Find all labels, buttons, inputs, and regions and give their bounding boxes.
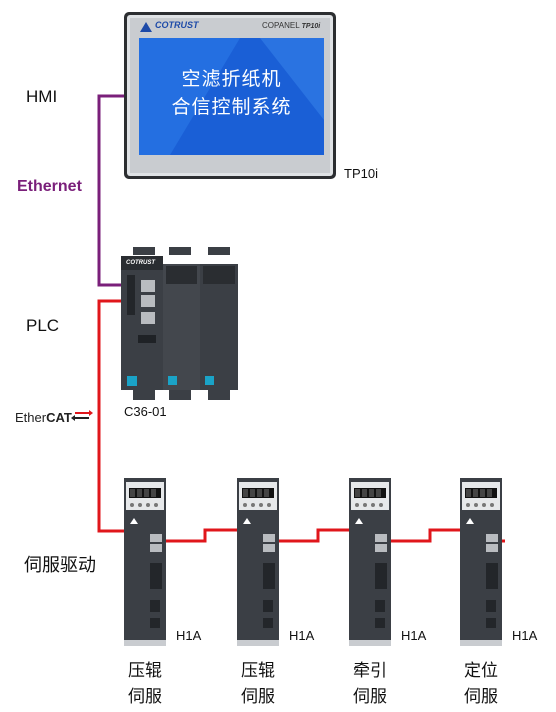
servo-role-line2: 伺服 (241, 687, 275, 706)
plc-label: PLC (26, 316, 60, 335)
hmi-brand: COTRUST (155, 20, 199, 30)
servo-role-line1: 牵引 (353, 661, 387, 680)
servo-role-label: 压辊伺服 (223, 658, 293, 710)
hmi-screen-line1: 空滤折纸机 (181, 68, 282, 90)
servo-model-caption: H1A (289, 628, 315, 643)
servo-drive (347, 478, 437, 648)
ethercat-logo-prefix: Ether (15, 410, 47, 425)
plc-brand: COTRUST (126, 260, 155, 266)
hmi-panel-model: TP10i (301, 23, 321, 30)
ethercat-logo: EtherCAT (15, 410, 72, 425)
servo-role-line2: 伺服 (128, 687, 162, 706)
ethernet-label: Ethernet (17, 178, 82, 195)
servo-role-line1: 压辊 (241, 661, 275, 680)
hmi-panel (124, 12, 336, 179)
ethernet-cable (97, 94, 141, 287)
servo-role-line1: 压辊 (128, 661, 162, 680)
servo-model-caption: H1A (512, 628, 538, 643)
ethercat-logo-bold: CAT (46, 410, 72, 425)
hmi-label: HMI (26, 87, 58, 106)
servo-drive (458, 478, 548, 648)
servo-drive-graphic (124, 478, 166, 646)
servo-role-line2: 伺服 (464, 687, 498, 706)
servo-model-caption: H1A (401, 628, 427, 643)
servo-role-label: 定位伺服 (446, 658, 516, 710)
hmi-model-caption: TP10i (344, 166, 378, 181)
hmi-panel-name: COPANEL TP10i (262, 21, 320, 30)
servo-drive (235, 478, 325, 648)
ethercat-arrows-icon (71, 410, 93, 421)
servo-role-label: 压辊伺服 (110, 658, 180, 710)
servo-model-caption: H1A (176, 628, 202, 643)
servo-drive-graphic (349, 478, 391, 646)
servo-drive-graphic (237, 478, 279, 646)
servo-drive (122, 478, 212, 648)
servo-drive-graphic (460, 478, 502, 646)
plc-model-caption: C36-01 (124, 404, 167, 419)
servo-section-label: 伺服驱动 (24, 555, 96, 575)
servo-role-line2: 伺服 (353, 687, 387, 706)
hmi-screen-title: 空滤折纸机 合信控制系统 (139, 65, 324, 121)
hmi-panel-brand: COPANEL (262, 21, 300, 30)
servo-role-label: 牵引伺服 (335, 658, 405, 710)
hmi-screen-line2: 合信控制系统 (171, 96, 292, 118)
servo-role-line1: 定位 (464, 661, 498, 680)
plc-unit (121, 247, 238, 400)
